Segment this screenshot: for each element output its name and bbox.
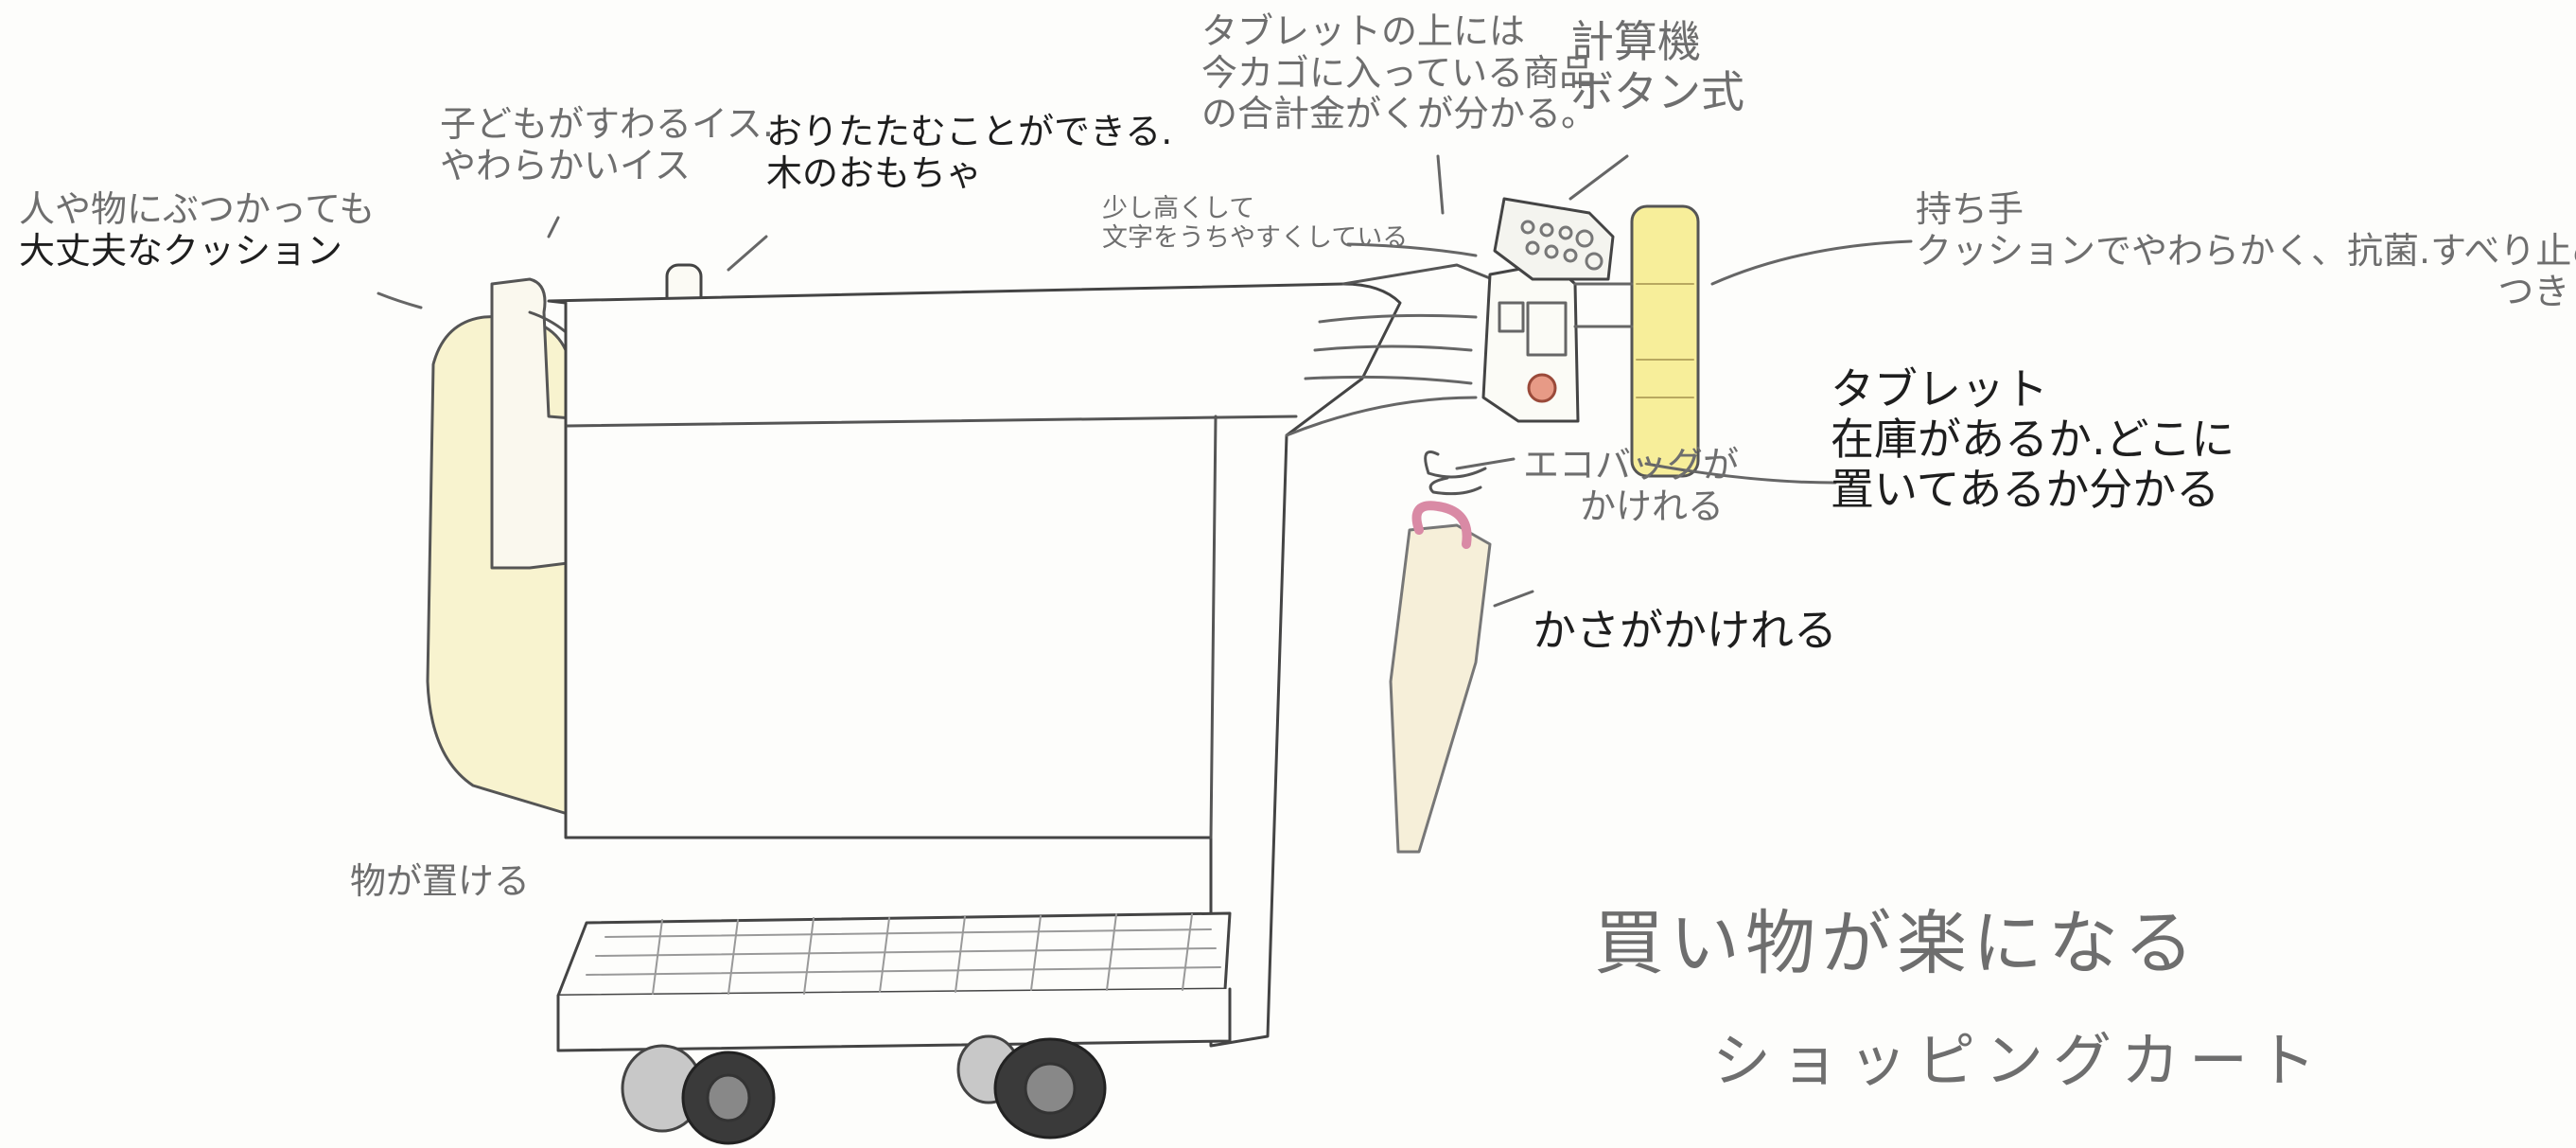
- label-tablet-top: タブレットの上には 今カゴに入っている商品 の合計金がくが分かる。: [1201, 10, 1598, 135]
- cart-basket: [547, 282, 1402, 1048]
- label-toy-line2: 木のおもちゃ: [766, 151, 983, 194]
- label-handle-line2: クッションでやわらかく、抗菌.すべり止め: [1916, 229, 2576, 272]
- label-calculator-line2: ボタン式: [1570, 65, 1744, 117]
- calculator: [1493, 197, 1615, 281]
- label-calculator: 計算機 ボタン式: [1570, 17, 1744, 117]
- drawing-title-line2: ショッピングカート: [1712, 1026, 2326, 1095]
- label-handle-line1: 持ち手: [1916, 188, 2024, 230]
- label-tilted-line1: 少し高くして: [1102, 194, 1255, 223]
- label-toy: おりたたむことができる. 木のおもちゃ: [766, 111, 1173, 194]
- drawing-title: 買い物が楽になる: [1594, 903, 2199, 984]
- label-handle-line3: つき: [2497, 271, 2570, 313]
- label-eco-bag-line1: エコバッグが: [1523, 444, 1740, 486]
- label-tilted: 少し高くして 文字をうちやすくしている: [1102, 194, 1408, 253]
- label-umbrella-line1: かさがかけれる: [1533, 605, 1837, 656]
- lower-shelf: [556, 911, 1232, 998]
- label-cushion: 人や物にぶつかっても 大丈夫なクッション: [19, 188, 376, 272]
- label-handle: 持ち手 クッションでやわらかく、抗菌.すべり止め つき: [1916, 188, 2576, 313]
- drawing-title-line1: 買い物が楽になる: [1594, 903, 2199, 984]
- tablet: [1481, 261, 1580, 423]
- label-calculator-line1: 計算機: [1570, 16, 1701, 67]
- label-shelf: 物が置ける: [350, 860, 531, 903]
- label-tablet: タブレット 在庫があるか.どこに 置いてあるか分かる: [1831, 364, 2234, 515]
- umbrella-handle: [1411, 501, 1472, 549]
- label-umbrella: かさがかけれる: [1533, 606, 1837, 656]
- label-toy-line1: おりたたむことができる.: [766, 111, 1173, 152]
- label-tablet-line2: 在庫があるか.どこに: [1831, 413, 2235, 465]
- label-eco-bag: エコバッグが かけれる: [1523, 444, 1740, 527]
- label-tablet-top-line1: タブレットの上には: [1201, 10, 1526, 52]
- label-child-seat-line1: 子どもがすわるイス.: [440, 103, 774, 145]
- label-shelf-line1: 物が置ける: [350, 860, 531, 902]
- drawing-subtitle: ショッピングカート: [1712, 1026, 2326, 1095]
- label-tablet-line1: タブレット: [1831, 363, 2048, 415]
- label-child-seat-line2: やわらかいイス: [440, 144, 691, 186]
- tablet-apple-icon: [1527, 373, 1557, 403]
- cart-handle: [1630, 204, 1700, 478]
- label-cushion-line1: 人や物にぶつかっても: [19, 188, 376, 230]
- eco-bag-hook: [1424, 450, 1487, 479]
- label-tablet-line3: 置いてあるか分かる: [1831, 463, 2220, 515]
- label-cushion-line2: 大丈夫なクッション: [19, 229, 343, 272]
- label-eco-bag-line2: かけれる: [1580, 485, 1725, 527]
- label-tilted-line2: 文字をうちやすくしている: [1102, 223, 1409, 254]
- umbrella: [1389, 523, 1492, 854]
- label-tablet-top-line3: の合計金がくが分かる。: [1201, 93, 1598, 135]
- label-tablet-top-line2: 今カゴに入っている商品: [1201, 51, 1596, 94]
- label-child-seat: 子どもがすわるイス. やわらかいイス: [440, 103, 774, 186]
